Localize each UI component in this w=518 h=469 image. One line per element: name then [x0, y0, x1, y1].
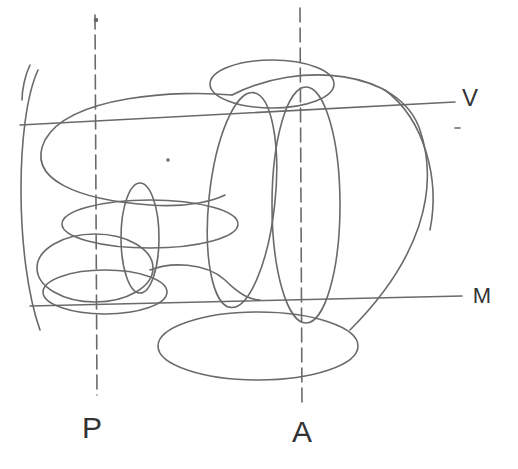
sketch-loop: [43, 270, 167, 314]
sketch-loop: [232, 75, 427, 330]
sketch-loop: [22, 65, 30, 100]
sketch-loop: [210, 60, 334, 108]
sketch-loop: [41, 93, 232, 205]
axis-label: V: [462, 86, 478, 110]
sketch-loop: [62, 200, 238, 248]
dot: [167, 159, 169, 161]
axis-line: [300, 8, 302, 405]
axis-label: P: [82, 413, 102, 443]
sketch-loop: [150, 265, 260, 300]
sketch-loop: [385, 90, 433, 230]
sketch-loop: [158, 312, 358, 380]
axis-label: A: [292, 417, 312, 447]
sketch-loop: [272, 87, 340, 323]
sketch-loop: [21, 70, 40, 330]
axis-label: M: [473, 285, 491, 307]
tick-mark: [455, 127, 460, 129]
sketch-loop: [121, 183, 159, 293]
sketch-loop: [37, 234, 153, 302]
dot: [95, 19, 98, 22]
axis-line: [20, 102, 455, 125]
